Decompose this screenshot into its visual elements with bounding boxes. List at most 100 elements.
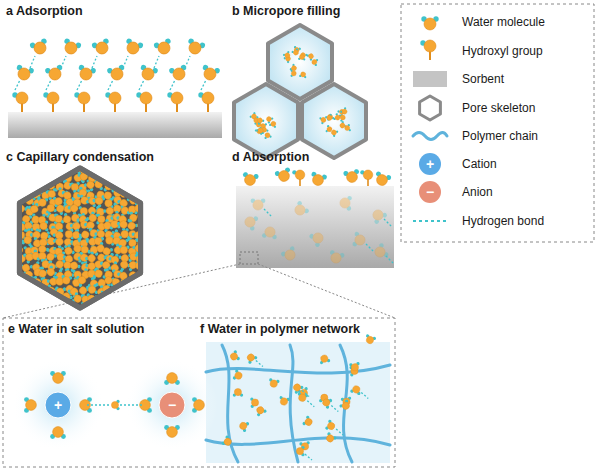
oxygen-atom [86, 253, 97, 264]
polymer-chain [206, 365, 390, 373]
hydration-glow [12, 359, 104, 451]
legend-text: Hydroxyl group [462, 44, 543, 58]
oxygen-atom [223, 437, 233, 447]
hydrogen-atom [15, 305, 19, 309]
hydrogen-atom [141, 183, 145, 187]
water-molecule [14, 190, 25, 199]
oxygen-atom [136, 188, 146, 198]
hydrogen-atom [28, 309, 33, 314]
hydrogen-atom [133, 306, 138, 311]
water-molecule [299, 51, 308, 60]
hydrogen-atom [45, 173, 49, 177]
water-molecule [233, 388, 244, 396]
water-molecule [185, 38, 206, 57]
hydrogen-atom [31, 175, 36, 180]
hydrogen-atom [146, 218, 151, 223]
water-molecule [343, 169, 361, 184]
oxygen-atom [307, 53, 314, 60]
hydrogen-atom [68, 310, 72, 314]
oxygen-atom [125, 40, 140, 55]
oxygen-atom [311, 59, 317, 65]
hydrogen-atom [117, 292, 121, 296]
hydrogen-atom [117, 170, 122, 175]
water-molecule [309, 171, 327, 187]
hydrogen-atom [13, 266, 17, 270]
water-molecule [52, 235, 66, 249]
oxygen-atom [78, 92, 90, 104]
oxygen-atom [243, 215, 256, 228]
oxygen-atom [257, 127, 264, 134]
water-molecule [144, 276, 155, 285]
hydrogen-atom [138, 182, 142, 186]
water-molecule [50, 427, 66, 439]
oxygen-atom [117, 303, 127, 313]
water-molecule [4, 247, 16, 257]
oxygen-atom [277, 169, 291, 183]
water-molecule [127, 179, 137, 191]
hydrogen-atom [53, 299, 57, 303]
bond-stem [207, 103, 209, 112]
water-molecule [4, 229, 18, 242]
water-molecule [263, 132, 272, 139]
oxygen-atom [119, 260, 129, 270]
hydrogen-atom [141, 303, 145, 307]
hydrogen-atom [14, 195, 17, 198]
oxygen-atom [128, 239, 136, 247]
oxygen-atom [119, 180, 127, 188]
legend-text: Hydrogen bond [462, 214, 544, 228]
hydrogen-atom [44, 302, 49, 307]
oxygen-atom [40, 222, 48, 230]
hydrogen-atom [21, 295, 26, 300]
water-molecule [306, 52, 315, 61]
hydrogen-bond [302, 390, 309, 396]
oxygen-atom [7, 182, 17, 192]
hydrogen-atom [147, 293, 152, 298]
water-molecule [125, 219, 139, 232]
hydrogen-atom [70, 310, 75, 315]
oxygen-atom [38, 198, 46, 206]
oxygen-atom [311, 231, 325, 245]
sorbent-block [236, 186, 394, 268]
hydrogen-atom [10, 237, 15, 242]
oxygen-atom [94, 40, 109, 55]
water-molecule [14, 64, 34, 82]
bond-stem [114, 103, 116, 112]
sorbent-block [8, 112, 222, 138]
water-molecule [4, 262, 17, 274]
water-molecule [128, 166, 139, 175]
water-molecule [116, 218, 130, 232]
hydrogen-atom [145, 164, 150, 169]
oxygen-atom [16, 285, 26, 295]
hydrogen-atom [145, 170, 149, 174]
oxygen-atom [6, 229, 16, 239]
hydrogen-atom [37, 171, 41, 175]
pore-hexagon [19, 168, 140, 308]
hydrogen-atom [111, 298, 115, 302]
oxygen-atom [89, 229, 98, 238]
water-molecule [143, 253, 154, 262]
oxygen-atom [26, 400, 37, 411]
oxygen-atom [142, 270, 150, 278]
water-molecule [280, 246, 299, 264]
water-molecule [23, 172, 36, 186]
water-molecule [124, 290, 138, 304]
bond-stem [176, 103, 178, 112]
oxygen-atom [128, 284, 138, 294]
hydrogen-atom [63, 166, 67, 170]
oxygen-atom [137, 166, 147, 176]
ion-sphere [159, 392, 185, 418]
oxygen-atom [171, 92, 183, 104]
water-molecule [24, 397, 36, 413]
hydrogen-atom [133, 179, 137, 183]
oxygen-atom [23, 235, 33, 245]
water-molecule [339, 195, 352, 211]
water-molecule [256, 126, 265, 135]
water-molecule [318, 354, 330, 365]
hydrogen-atom [6, 194, 10, 198]
hydroxyl-group [360, 170, 373, 186]
hydrogen-atom [117, 174, 121, 178]
oxygen-atom [80, 196, 89, 205]
hydrogen-atom [45, 176, 50, 181]
hydroxyl-group [420, 40, 436, 60]
